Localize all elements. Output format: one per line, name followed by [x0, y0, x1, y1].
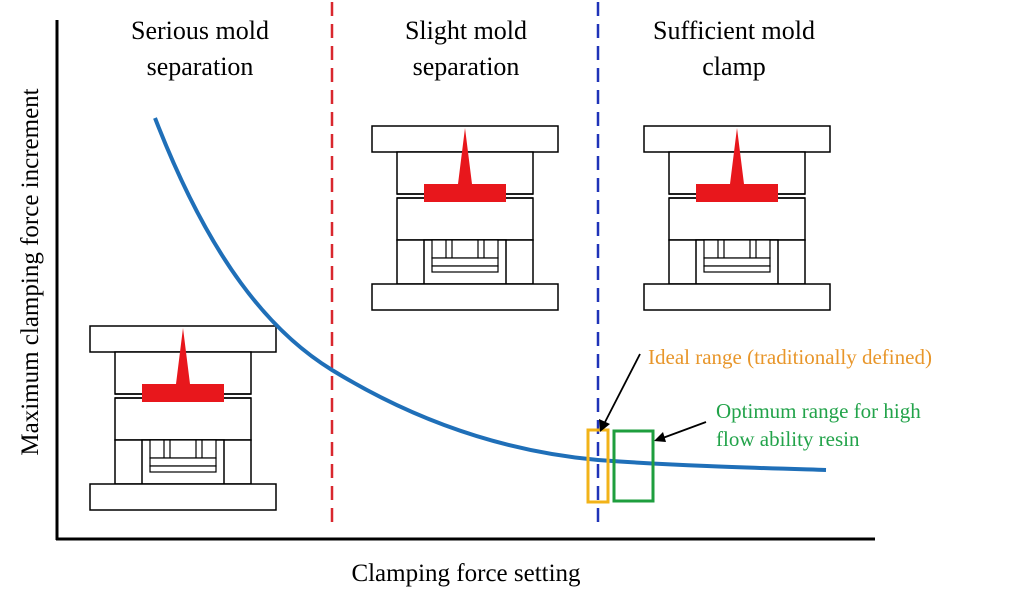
optimum-range-box	[612, 429, 655, 503]
ideal-arrow-head	[599, 419, 610, 432]
optimum-arrow	[659, 421, 707, 440]
mold-diagram-serious	[89, 325, 277, 511]
mold-diagram-slight	[371, 125, 559, 311]
region-sufficient-title-2: clamp	[702, 52, 766, 81]
region-serious-title-1: Serious mold	[131, 16, 269, 45]
optimum-range-label-2: flow ability resin	[716, 427, 860, 451]
region-sufficient-title-1: Sufficient mold	[653, 16, 815, 45]
region-slight-title-2: separation	[413, 52, 520, 81]
ideal-arrow	[602, 353, 641, 427]
x-axis-label: Clamping force setting	[351, 560, 581, 587]
ideal-range-box	[586, 428, 610, 504]
ideal-range-label: Ideal range (traditionally defined)	[648, 345, 932, 369]
region-serious-title-2: separation	[147, 52, 254, 81]
clamping-force-curve	[153, 117, 827, 472]
optimum-arrow-head	[654, 432, 666, 442]
region-slight-title-1: Slight mold	[405, 16, 527, 45]
optimum-range-label-1: Optimum range for high	[716, 399, 921, 423]
y-axis-label: Maximum clamping force increment	[17, 88, 44, 455]
mold-diagram-sufficient	[643, 125, 831, 311]
